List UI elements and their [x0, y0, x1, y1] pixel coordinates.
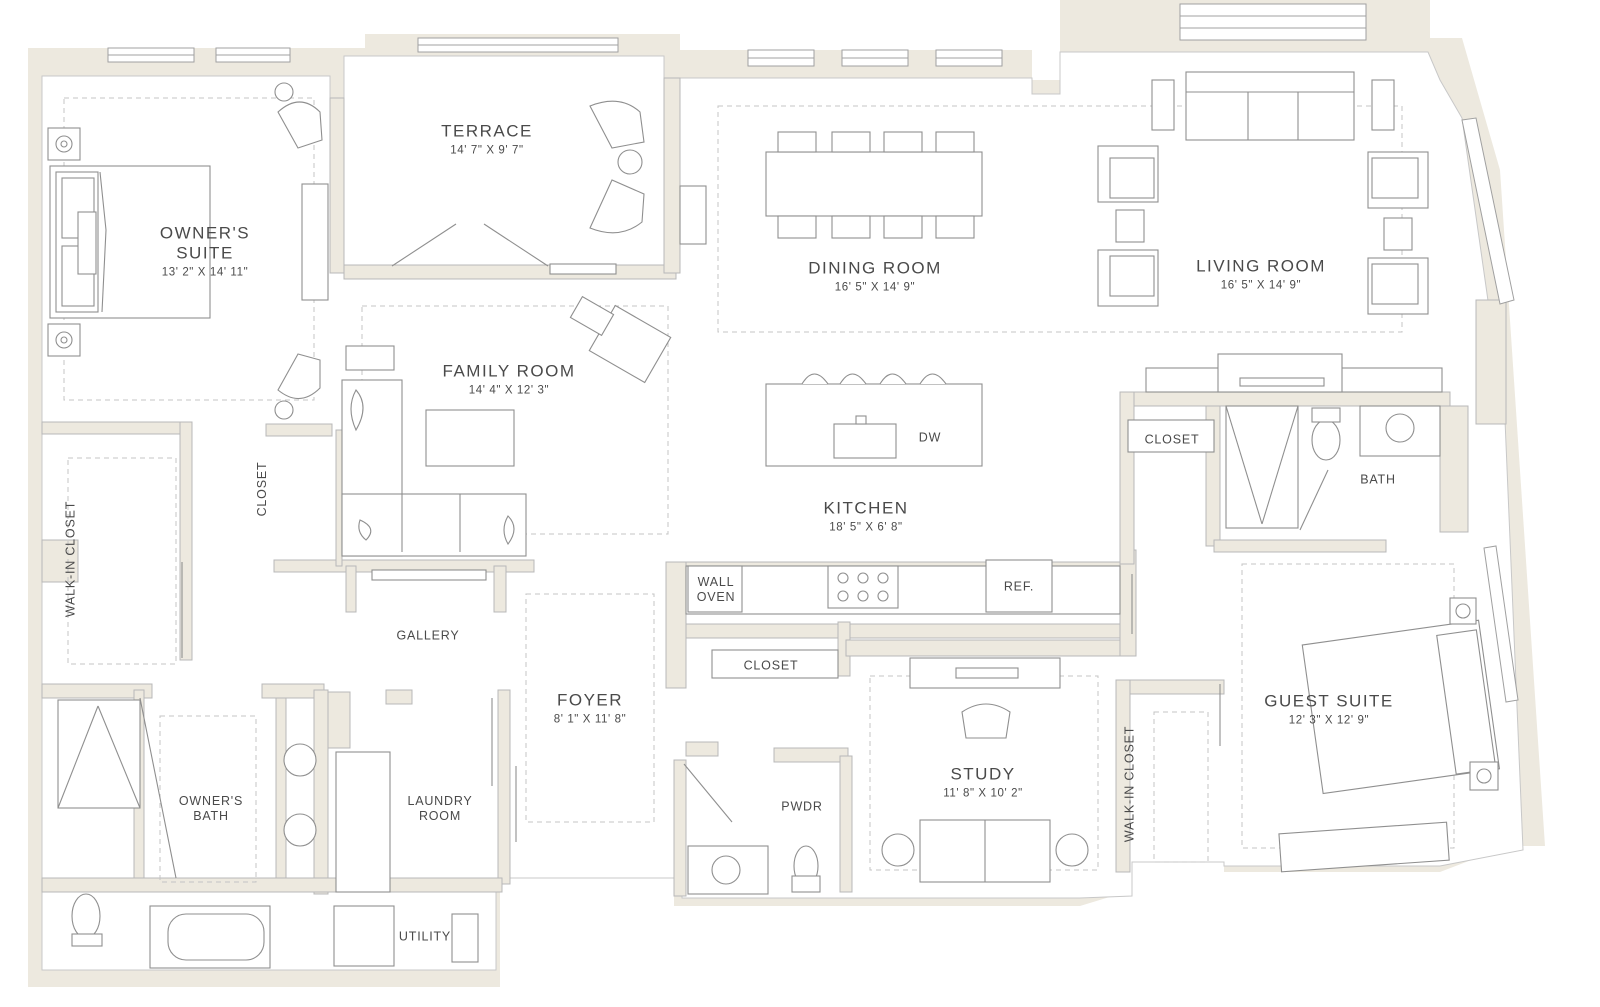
foyer-label: FOYER 8' 1" X 11' 8" [554, 691, 627, 726]
terrace-dims: 14' 7" X 9' 7" [450, 144, 524, 157]
ref-text: REF. [1003, 579, 1035, 594]
owners-suite-label: OWNER'S SUITE 13' 2" X 14' 11" [160, 224, 250, 279]
dining-room-label: DINING ROOM 16' 5" X 14' 9" [808, 259, 942, 294]
laundry-label: LAUNDRY ROOM [407, 794, 472, 824]
study-label: STUDY 11' 8" X 10' 2" [943, 765, 1023, 800]
terrace-label: TERRACE 14' 7" X 9' 7" [441, 122, 533, 157]
dw-text: DW [918, 430, 942, 445]
dining-room-dims: 16' 5" X 14' 9" [834, 281, 916, 294]
owners-suite-dims: 13' 2" X 14' 11" [161, 266, 249, 279]
guest-bath-label: BATH [1360, 473, 1396, 488]
family-room-name: FAMILY ROOM [442, 361, 576, 381]
furniture [47, 71, 1501, 969]
gallery-label: GALLERY [396, 629, 459, 644]
laundry-text-1: LAUNDRY [407, 794, 473, 808]
family-room-dims: 14' 4" X 12' 3" [468, 384, 550, 397]
kitchen-closet-text: CLOSET [743, 658, 799, 673]
dining-room-name: DINING ROOM [808, 258, 942, 278]
pwdr-label: PWDR [781, 800, 822, 815]
owners-suite-name-1: OWNER'S [159, 223, 251, 243]
kitchen-label: KITCHEN 18' 5" X 6' 8" [823, 499, 908, 534]
wall-oven-text-2: OVEN [696, 590, 736, 604]
wall-oven-text-1: WALL [697, 575, 735, 589]
guest-suite-dims: 12' 3" X 12' 9" [1288, 714, 1370, 727]
laundry-text-2: ROOM [418, 809, 462, 823]
guest-closet-label: CLOSET [1145, 433, 1200, 448]
terrace-name: TERRACE [441, 121, 533, 141]
guest-suite-name: GUEST SUITE [1264, 691, 1394, 711]
dw-label: DW [919, 431, 941, 446]
study-dims: 11' 8" X 10' 2" [943, 787, 1023, 800]
gallery-text: GALLERY [396, 628, 460, 643]
owners-suite-name-2: SUITE [176, 243, 234, 263]
owner-closet-label: CLOSET [255, 462, 318, 517]
guest-walkin-label: WALK-IN CLOSET [1122, 726, 1246, 842]
family-room-label: FAMILY ROOM 14' 4" X 12' 3" [442, 362, 575, 397]
owner-walkin-label: WALK-IN CLOSET [63, 501, 187, 617]
utility-label: UTILITY [399, 930, 451, 945]
wall-oven-label: WALL OVEN [697, 575, 736, 605]
living-room-label: LIVING ROOM 16' 5" X 14' 9" [1196, 257, 1326, 292]
kitchen-name: KITCHEN [823, 498, 909, 518]
utility-text: UTILITY [398, 929, 452, 944]
guest-closet-text: CLOSET [1144, 432, 1200, 447]
ref-label: REF. [1004, 580, 1034, 595]
foyer-dims: 8' 1" X 11' 8" [553, 713, 627, 726]
kitchen-dims: 18' 5" X 6' 8" [829, 521, 903, 534]
owners-bath-text-2: BATH [193, 809, 229, 823]
owners-bath-text-1: OWNER'S [178, 794, 244, 808]
owner-walkin-text: WALK-IN CLOSET [63, 500, 78, 618]
kitchen-closet-label: CLOSET [744, 659, 799, 674]
windows [107, 3, 1519, 703]
owners-bath-label: OWNER'S BATH [179, 794, 243, 824]
owner-closet-text: CLOSET [255, 461, 270, 517]
study-name: STUDY [950, 764, 1016, 784]
living-room-name: LIVING ROOM [1196, 256, 1326, 276]
foyer-name: FOYER [556, 690, 624, 710]
guest-suite-label: GUEST SUITE 12' 3" X 12' 9" [1264, 692, 1394, 727]
guest-walkin-text: WALK-IN CLOSET [1122, 725, 1137, 843]
living-room-dims: 16' 5" X 14' 9" [1220, 279, 1302, 292]
pwdr-text: PWDR [781, 799, 823, 814]
guest-bath-text: BATH [1360, 472, 1396, 487]
